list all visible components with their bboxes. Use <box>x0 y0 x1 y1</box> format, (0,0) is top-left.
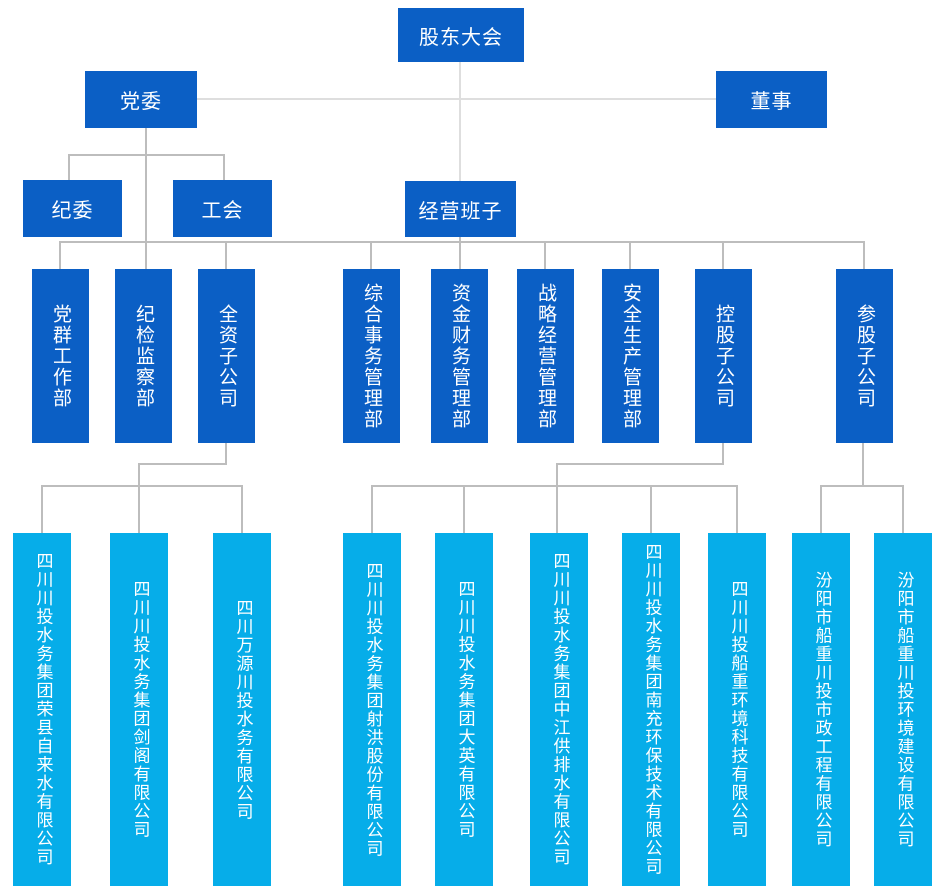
node-label: 四川川投水务集团中江供排水有限公司 <box>549 552 570 867</box>
node-subsidiary: 汾阳市船重川投市政工程有限公司 <box>792 533 850 886</box>
node-dept-participating-subsidiaries: 参股子公司 <box>836 269 893 443</box>
node-shareholders-meeting: 股东大会 <box>398 8 524 62</box>
node-dept-safety-production: 安全生产管理部 <box>602 269 659 443</box>
connector-root-to-management <box>459 62 461 181</box>
connector-department-bus <box>59 241 865 243</box>
node-dept-finance: 资金财务管理部 <box>431 269 488 443</box>
node-party-committee: 党委 <box>85 71 197 128</box>
node-label: 股东大会 <box>419 24 503 49</box>
connector-holding-elbow <box>556 463 558 487</box>
node-label: 全资子公司 <box>216 303 238 409</box>
node-label: 四川万源川投水务有限公司 <box>232 598 253 821</box>
node-label: 参股子公司 <box>854 303 876 409</box>
connector-drop <box>225 241 227 269</box>
connector-drop <box>736 485 738 533</box>
connector-drop <box>902 485 904 533</box>
node-label: 资金财务管理部 <box>449 282 471 430</box>
node-dept-holding-subsidiaries: 控股子公司 <box>695 269 752 443</box>
connector-drop <box>820 485 822 533</box>
connector-drop <box>241 485 243 533</box>
connector-drop <box>722 241 724 269</box>
node-label: 经营班子 <box>418 198 503 223</box>
node-management-team: 经营班子 <box>405 181 516 237</box>
node-subsidiary: 四川川投水务集团中江供排水有限公司 <box>530 533 588 886</box>
node-subsidiary: 四川川投水务集团剑阁有限公司 <box>110 533 168 886</box>
connector-holding-elbow <box>556 463 724 465</box>
connector-wholly-elbow <box>225 443 227 465</box>
node-label: 四川川投船重环境科技有限公司 <box>727 580 748 839</box>
connector-drop <box>41 485 43 533</box>
node-label: 党群工作部 <box>50 303 72 409</box>
node-directors: 董事 <box>716 71 827 128</box>
connector-drop <box>650 485 652 533</box>
connector-to-discipline-committee <box>68 154 70 180</box>
node-subsidiary: 四川川投水务集团南充环保技术有限公司 <box>622 533 680 886</box>
connector-wholly-elbow <box>138 463 227 465</box>
node-dept-party-masses-work: 党群工作部 <box>32 269 89 443</box>
connector-drop <box>463 485 465 533</box>
node-label: 汾阳市船重川投环境建设有限公司 <box>893 570 914 849</box>
node-subsidiary: 四川万源川投水务有限公司 <box>213 533 271 886</box>
connector-drop <box>59 241 61 269</box>
node-discipline-committee: 纪委 <box>23 180 122 237</box>
node-subsidiary: 四川川投船重环境科技有限公司 <box>708 533 766 886</box>
node-subsidiary: 四川川投水务集团荣县自来水有限公司 <box>13 533 71 886</box>
node-dept-general-affairs: 综合事务管理部 <box>343 269 400 443</box>
node-label: 工会 <box>201 198 244 222</box>
node-dept-wholly-owned-subsidiaries: 全资子公司 <box>198 269 255 443</box>
connector-drop <box>863 241 865 269</box>
node-label: 四川川投水务集团射洪股份有限公司 <box>362 561 383 858</box>
node-label: 四川川投水务集团大英有限公司 <box>454 580 475 839</box>
node-label: 安全生产管理部 <box>620 282 642 430</box>
node-subsidiary: 四川川投水务集团大英有限公司 <box>435 533 493 886</box>
connector-to-labor-union <box>223 154 225 180</box>
connector-drop <box>544 241 546 269</box>
connector-party-to-directors <box>197 98 716 100</box>
connector-party-down <box>145 128 147 269</box>
connector-wholly-elbow <box>138 463 140 487</box>
node-label: 党委 <box>120 89 162 113</box>
node-labor-union: 工会 <box>173 180 272 237</box>
node-label: 纪委 <box>51 198 94 222</box>
connector-wholly-bus <box>41 485 242 487</box>
node-label: 战略经营管理部 <box>535 282 557 430</box>
connector-drop <box>138 485 140 533</box>
node-label: 纪检监察部 <box>133 303 155 409</box>
node-subsidiary: 汾阳市船重川投环境建设有限公司 <box>874 533 932 886</box>
connector-drop <box>370 241 372 269</box>
connector-participating-bus <box>820 485 904 487</box>
node-dept-discipline-inspection: 纪检监察部 <box>115 269 172 443</box>
connector-holding-elbow <box>722 443 724 465</box>
node-label: 四川川投水务集团剑阁有限公司 <box>129 580 150 839</box>
node-label: 控股子公司 <box>713 303 735 409</box>
node-label: 四川川投水务集团南充环保技术有限公司 <box>641 543 662 876</box>
connector-management-down <box>459 237 461 269</box>
connector-holding-bus <box>371 485 738 487</box>
node-subsidiary: 四川川投水务集团射洪股份有限公司 <box>343 533 401 886</box>
node-label: 综合事务管理部 <box>361 282 383 430</box>
connector-party-children-bus <box>68 154 225 156</box>
connector-drop <box>371 485 373 533</box>
node-label: 汾阳市船重川投市政工程有限公司 <box>811 570 832 849</box>
connector-drop <box>629 241 631 269</box>
node-label: 董事 <box>750 89 793 113</box>
node-label: 四川川投水务集团荣县自来水有限公司 <box>32 552 53 867</box>
connector-participating-down <box>862 443 864 487</box>
node-dept-strategic-operations: 战略经营管理部 <box>517 269 574 443</box>
connector-drop <box>556 485 558 533</box>
